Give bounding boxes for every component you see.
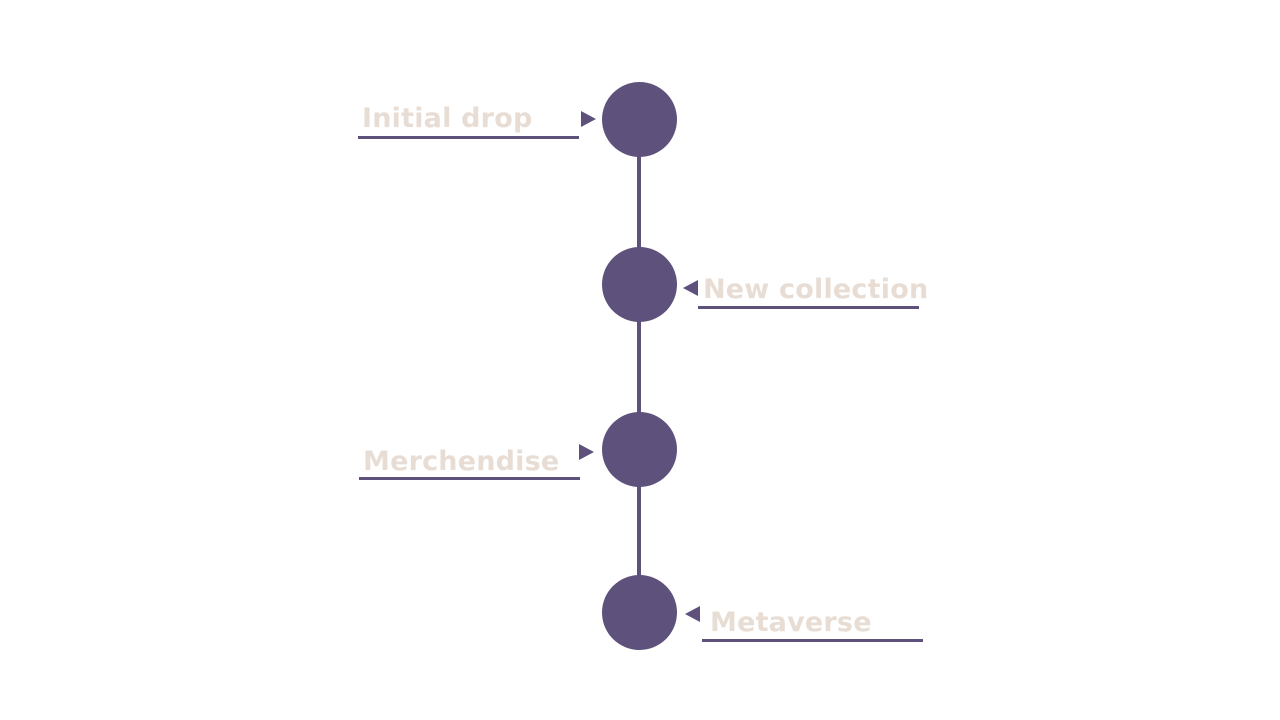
- milestone-label-2: New collection: [703, 274, 929, 305]
- milestone-underline-3: [359, 477, 580, 480]
- milestone-arrow-2: [683, 280, 698, 296]
- milestone-label-3: Merchendise: [363, 446, 560, 477]
- milestone-node-4: [602, 575, 677, 650]
- milestone-arrow-3: [579, 444, 594, 460]
- milestone-underline-2: [698, 306, 919, 309]
- milestone-underline-1: [358, 136, 579, 139]
- milestone-label-4: Metaverse: [710, 607, 872, 638]
- milestone-node-2: [602, 247, 677, 322]
- milestone-arrow-1: [581, 111, 596, 127]
- milestone-arrow-4: [685, 606, 700, 622]
- timeline-spine: [637, 120, 641, 613]
- milestone-node-1: [602, 82, 677, 157]
- milestone-label-1: Initial drop: [362, 103, 533, 134]
- milestone-node-3: [602, 412, 677, 487]
- milestone-underline-4: [702, 639, 923, 642]
